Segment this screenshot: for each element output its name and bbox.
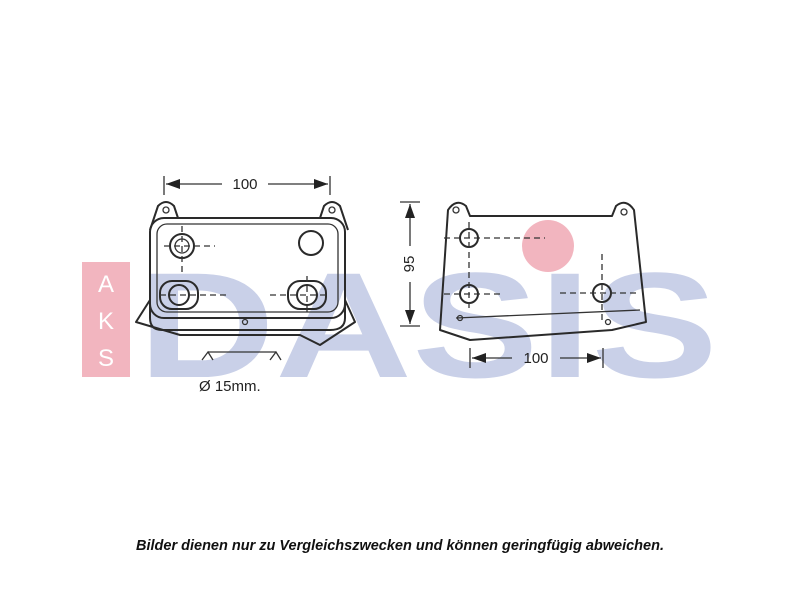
side-small-hole-right [604,318,612,326]
side-width-dimension: 100 [469,348,604,368]
watermark-side-letter-k: K [98,308,114,335]
front-cooler-body [149,217,346,319]
watermark-pink-block [82,262,130,377]
front-cooler-body-inner [156,223,339,313]
disclaimer-text: Bilder dienen nur zu Vergleichszwecken u… [136,538,664,554]
front-bottom-flange [135,299,356,346]
front-port-bottom-right [296,284,318,306]
front-top-right-tab [319,201,349,231]
watermark-side-letter-a: A [98,271,114,298]
front-tab-hole-right [328,206,336,214]
port-diameter-callout: Ø 15mm. [199,350,282,395]
front-width-label: 100 [232,176,257,193]
side-small-hole-left [456,314,464,322]
side-centerlines [444,222,640,320]
watermark-logo: A K S DASIS [82,220,718,409]
front-tab-hole-left [162,206,170,214]
side-width-label: 100 [523,350,548,367]
front-view: 100 Ø 15mm. [135,176,356,395]
side-tab-hole-left [452,206,460,214]
front-port-top-right-plug [298,230,324,256]
side-plate-outline [439,201,647,341]
side-view: 95 100 [400,201,647,368]
front-width-dimension: 100 [163,176,331,195]
side-lower-edge [455,309,641,319]
side-tab-hole-right [620,208,628,216]
side-height-dimension: 95 [400,201,420,327]
watermark-pink-dot [522,220,574,272]
watermark-brand: DASIS [138,241,718,409]
side-height-label: 95 [401,256,418,273]
port-diameter-label: Ø 15mm. [199,378,261,395]
front-port-bottom-left [168,284,190,306]
front-small-hole [241,318,249,326]
front-top-left-tab [149,201,179,231]
front-centerlines [160,226,330,315]
watermark-side-letter-s: S [98,345,114,372]
